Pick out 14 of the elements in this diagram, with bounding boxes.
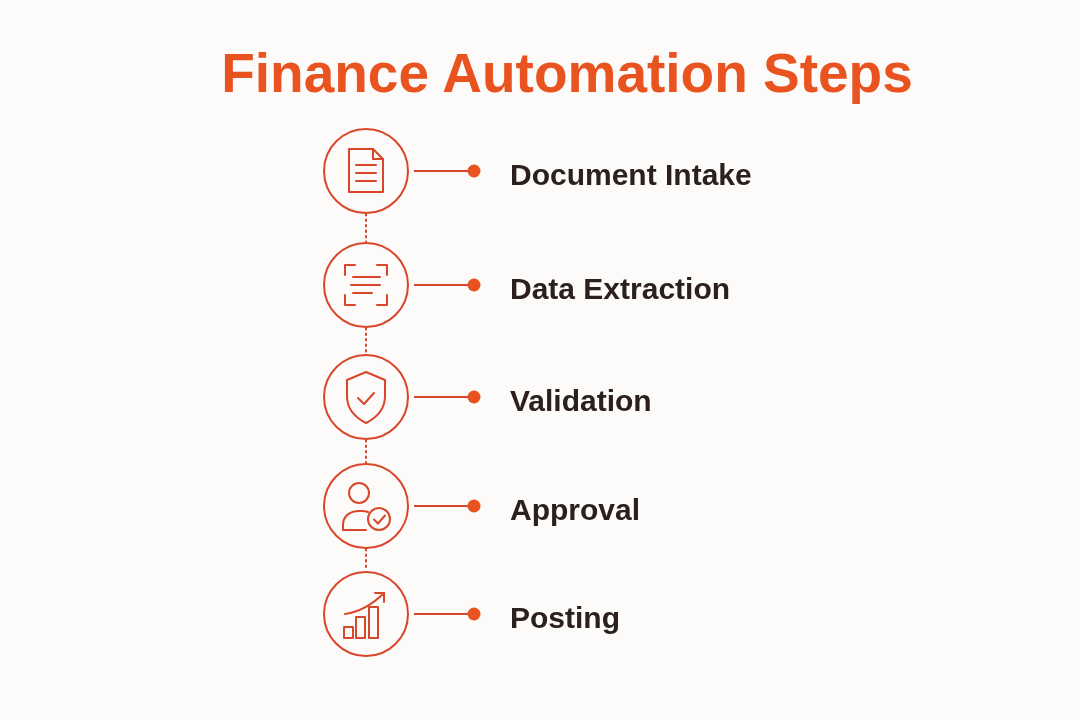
connector-line bbox=[413, 164, 481, 178]
step-label: Validation bbox=[510, 383, 652, 419]
step-label: Posting bbox=[510, 600, 620, 636]
step-label: Approval bbox=[510, 492, 641, 528]
title: Finance Automation Steps bbox=[221, 41, 913, 105]
connector-line bbox=[413, 607, 481, 621]
connector-line bbox=[413, 278, 481, 292]
step-label: Data Extraction bbox=[510, 271, 731, 307]
dotted-connector bbox=[365, 327, 367, 355]
connector-line bbox=[413, 390, 481, 404]
dotted-connector bbox=[365, 439, 367, 464]
connector-line bbox=[413, 499, 481, 513]
step-label: Document Intake bbox=[510, 157, 752, 193]
dotted-connector bbox=[365, 213, 367, 243]
